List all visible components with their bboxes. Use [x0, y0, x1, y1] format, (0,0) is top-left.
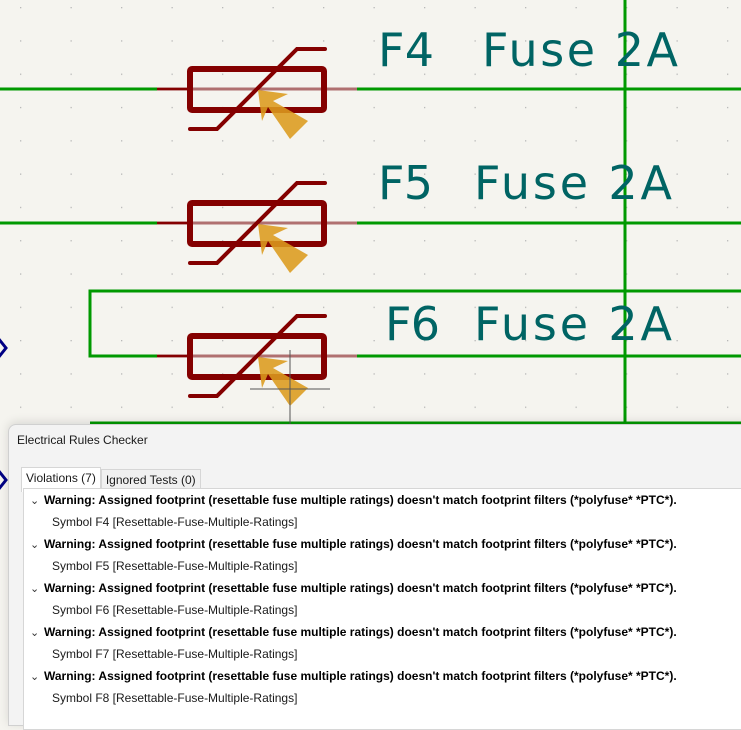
chevron-down-icon[interactable]: ⌄	[30, 495, 40, 507]
value-label-f5[interactable]: Fuse 2A	[474, 156, 673, 210]
value-label-f6[interactable]: Fuse 2A	[474, 297, 673, 351]
chevron-down-icon[interactable]: ⌄	[30, 627, 40, 639]
violation-item[interactable]: Symbol F5 [Resettable-Fuse-Multiple-Rati…	[52, 559, 298, 573]
violation-item[interactable]: Symbol F8 [Resettable-Fuse-Multiple-Rati…	[52, 691, 298, 705]
ref-label-f4[interactable]: F4	[378, 23, 434, 77]
chevron-down-icon[interactable]: ⌄	[30, 583, 40, 595]
violation-row[interactable]: ⌄ Warning: Assigned footprint (resettable…	[30, 533, 677, 555]
violation-message: Warning: Assigned footprint (resettable …	[44, 493, 677, 507]
violation-message: Warning: Assigned footprint (resettable …	[44, 581, 677, 595]
violation-item[interactable]: Symbol F6 [Resettable-Fuse-Multiple-Rati…	[52, 603, 298, 617]
ref-label-f5[interactable]: F5	[378, 156, 433, 210]
value-label-f4[interactable]: Fuse 2A	[482, 23, 679, 77]
violations-list[interactable]: ⌄ Warning: Assigned footprint (resettable…	[23, 488, 741, 730]
violation-row[interactable]: ⌄ Warning: Assigned footprint (resettable…	[30, 577, 677, 599]
violation-row[interactable]: ⌄ Warning: Assigned footprint (resettable…	[30, 489, 677, 511]
violation-item[interactable]: Symbol F4 [Resettable-Fuse-Multiple-Rati…	[52, 515, 298, 529]
chevron-down-icon[interactable]: ⌄	[30, 539, 40, 551]
violation-message: Warning: Assigned footprint (resettable …	[44, 625, 677, 639]
violation-message: Warning: Assigned footprint (resettable …	[44, 669, 677, 683]
violation-row[interactable]: ⌄ Warning: Assigned footprint (resettable…	[30, 665, 677, 687]
cursor-crosshair-icon	[250, 350, 330, 424]
violation-message: Warning: Assigned footprint (resettable …	[44, 537, 677, 551]
wires[interactable]	[0, 0, 741, 425]
violation-item[interactable]: Symbol F7 [Resettable-Fuse-Multiple-Rati…	[52, 647, 298, 661]
chevron-down-icon[interactable]: ⌄	[30, 671, 40, 683]
ref-label-f6[interactable]: F6	[385, 297, 440, 351]
erc-dialog: Electrical Rules Checker Violations (7) …	[8, 424, 741, 730]
tab-violations[interactable]: Violations (7)	[21, 467, 101, 492]
no-connect-icon	[0, 338, 8, 490]
tab-bar: Violations (7) Ignored Tests (0)	[21, 467, 201, 492]
tab-ignored-tests[interactable]: Ignored Tests (0)	[100, 469, 201, 490]
dialog-title: Electrical Rules Checker	[17, 433, 148, 447]
violation-row[interactable]: ⌄ Warning: Assigned footprint (resettable…	[30, 621, 677, 643]
